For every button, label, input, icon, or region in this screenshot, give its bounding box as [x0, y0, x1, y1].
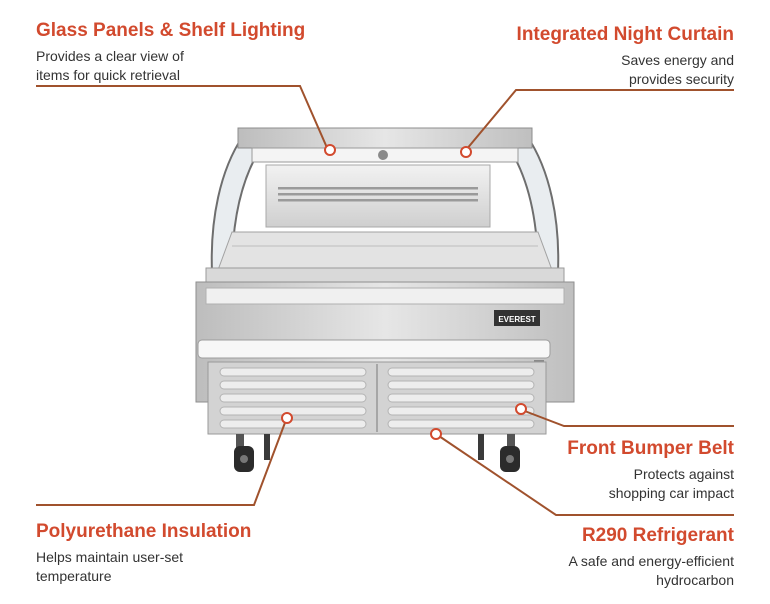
bumper-belt: [197, 339, 551, 359]
caster-left: [234, 434, 254, 472]
upper-trim: [205, 287, 565, 305]
callout-insulation-desc: Helps maintain user-set temperature: [36, 548, 251, 586]
everest-logo: [494, 310, 540, 326]
callout-insulation-desc-line-1: Helps maintain user-set: [36, 549, 184, 565]
callout-glass-title: Glass Panels & Shelf Lighting: [36, 20, 306, 41]
top-canopy: [237, 127, 533, 149]
marker-bumper: [515, 403, 527, 415]
callout-bumper-desc-line-2: shopping car impact: [608, 485, 734, 501]
front-rail: [205, 267, 565, 283]
vent-slots: [278, 187, 478, 202]
callout-glass-panels: Glass Panels & Shelf Lighting Provides a…: [36, 20, 305, 85]
callout-glass-desc-line-2: items for quick retrieval: [36, 67, 180, 83]
interior-back-wall: [265, 164, 491, 228]
callout-bumper-desc-line-1: Protects against: [633, 466, 734, 482]
merchandiser-unit: EVEREST: [195, 127, 575, 472]
everest-logo-text: EVEREST: [498, 315, 535, 324]
callout-curtain-title: Integrated Night Curtain: [516, 24, 734, 45]
leader-glass: [36, 85, 329, 151]
leader-lines: [36, 85, 734, 516]
callout-refrigerant: R290 Refrigerant A safe and energy-effic…: [568, 525, 734, 590]
marker-curtain: [460, 146, 472, 158]
leader-insulation: [36, 419, 287, 506]
display-deck: [217, 231, 553, 271]
callout-insulation: Polyurethane Insulation Helps maintain u…: [36, 521, 251, 586]
caster-left-inner: [264, 434, 270, 460]
callout-insulation-desc-line-2: temperature: [36, 568, 112, 584]
callout-curtain-desc: Saves energy and provides security: [517, 51, 734, 89]
callout-bumper-belt: Front Bumper Belt Protects against shopp…: [567, 438, 734, 503]
callout-curtain-desc-line-1: Saves energy and: [621, 52, 734, 68]
callout-night-curtain: Integrated Night Curtain Saves energy an…: [517, 24, 734, 89]
callout-curtain-desc-line-2: provides security: [628, 71, 734, 87]
callout-refrigerant-title: R290 Refrigerant: [581, 525, 734, 546]
callout-glass-desc: Provides a clear view of items for quick…: [36, 47, 305, 85]
callout-bumper-desc: Protects against shopping car impact: [567, 465, 734, 503]
callout-refrigerant-desc: A safe and energy-efficient hydrocarbon: [568, 552, 734, 590]
callout-markers: [281, 144, 527, 440]
leader-refrigerant: [435, 433, 734, 516]
marker-glass: [324, 144, 336, 156]
callout-refrigerant-desc-line-2: hydrocarbon: [656, 572, 734, 588]
callout-glass-desc-line-1: Provides a clear view of: [36, 48, 184, 64]
callout-bumper-title: Front Bumper Belt: [567, 438, 734, 459]
leader-curtain: [465, 89, 734, 151]
louver-slats: [219, 367, 535, 429]
caster-right-inner: [478, 434, 484, 460]
marker-insulation: [281, 412, 293, 424]
callout-refrigerant-desc-line-1: A safe and energy-efficient: [568, 553, 734, 569]
leader-bumper: [521, 409, 734, 427]
caster-right: [500, 434, 520, 472]
marker-refrigerant: [430, 428, 442, 440]
callout-insulation-title: Polyurethane Insulation: [36, 521, 252, 542]
